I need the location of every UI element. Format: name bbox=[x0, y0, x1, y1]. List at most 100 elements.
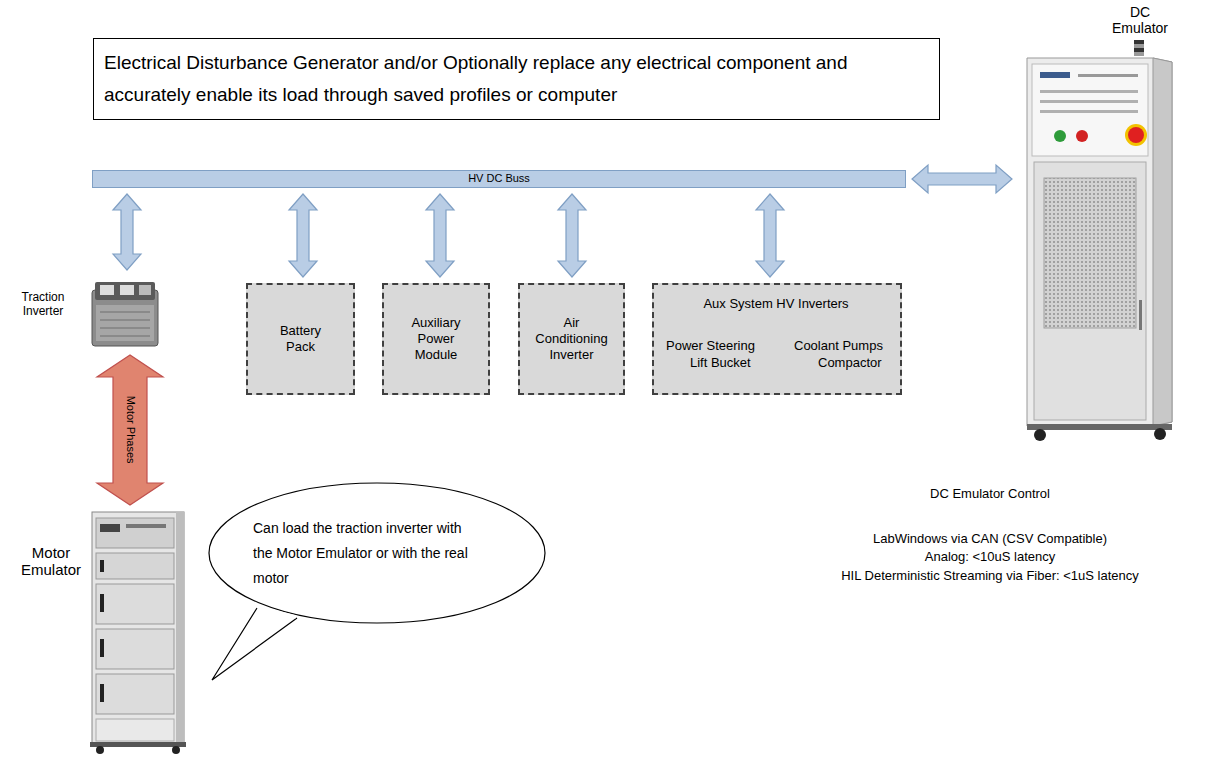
component-box: Battery Pack bbox=[246, 283, 355, 395]
power-arrow bbox=[289, 194, 317, 277]
panel-detail bbox=[1040, 90, 1138, 93]
panel-detail bbox=[1078, 74, 1138, 77]
dc-emulator: DC Emulator bbox=[1018, 4, 1182, 445]
text-slot: DC Emulator bbox=[1102, 4, 1178, 36]
text-slot: Motor Emulator bbox=[12, 544, 90, 579]
component-box: Air Conditioning Inverter bbox=[518, 283, 625, 395]
node-text: HV DC Buss bbox=[468, 172, 530, 185]
beacon-segment bbox=[1134, 44, 1144, 48]
control-note: Analog: <10uS latency bbox=[790, 549, 1190, 566]
speech-bubble: Can load the traction inverter with the … bbox=[205, 480, 550, 685]
node-text: Power Steering bbox=[666, 339, 755, 354]
node-text: Battery Pack bbox=[266, 323, 336, 356]
inverter-fin bbox=[100, 336, 150, 337]
text-slot: Lift Bucket bbox=[690, 356, 751, 371]
node-text: DC Emulator bbox=[1102, 4, 1178, 36]
node-text: Aux System HV Inverters bbox=[654, 297, 898, 312]
node-text: Auxiliary Power Module bbox=[400, 315, 472, 364]
bubble-ellipse bbox=[209, 483, 545, 623]
inverter-connector bbox=[120, 285, 134, 295]
rack-panel bbox=[96, 719, 174, 741]
panel-logo bbox=[1040, 72, 1070, 78]
inverter-fin bbox=[100, 328, 150, 329]
traction-inverter-picture bbox=[92, 282, 158, 346]
text-slot: Can load the traction inverter with the … bbox=[253, 516, 473, 591]
beacon-segment bbox=[1134, 52, 1144, 56]
node-text: Lift Bucket bbox=[690, 356, 751, 371]
cabinet-body bbox=[1027, 58, 1172, 426]
dc-emulator-picture bbox=[1027, 40, 1172, 441]
node-text: Compactor bbox=[818, 356, 882, 371]
traction-inverter: Traction Inverter bbox=[10, 276, 165, 352]
text-slot: Compactor bbox=[818, 356, 882, 371]
bus-bar: HV DC Buss bbox=[92, 170, 906, 188]
module-handle bbox=[100, 594, 104, 612]
edge-label: Motor Phases bbox=[123, 394, 136, 466]
rack-module bbox=[96, 584, 174, 624]
panel-detail bbox=[1040, 100, 1138, 103]
node-text: Motor Emulator bbox=[12, 544, 90, 579]
phase-arrow bbox=[97, 355, 163, 505]
rack-side bbox=[176, 512, 184, 744]
door-handle bbox=[1139, 300, 1142, 330]
panel-detail bbox=[1040, 110, 1138, 113]
rack-module bbox=[96, 518, 174, 548]
cabinet-door bbox=[1034, 162, 1146, 420]
power-arrow bbox=[912, 165, 1012, 193]
text-slot: Power Steering bbox=[666, 339, 755, 354]
rack-frame bbox=[92, 512, 184, 744]
inverter-connector bbox=[100, 285, 114, 295]
control-note: HIL Deterministic Streaming via Fiber: <… bbox=[790, 568, 1190, 585]
rack-module bbox=[96, 629, 174, 669]
rack-wheel bbox=[96, 746, 104, 754]
module-handle bbox=[100, 684, 104, 702]
note-box: Electrical Disturbance Generator and/or … bbox=[93, 38, 940, 120]
text-slot: Aux System HV Inverters bbox=[654, 297, 898, 312]
stop-button bbox=[1076, 130, 1088, 142]
node-text: Air Conditioning Inverter bbox=[527, 315, 617, 364]
inverter-face bbox=[96, 305, 154, 341]
power-arrow bbox=[558, 194, 586, 277]
module-detail bbox=[126, 524, 166, 528]
control-note: DC Emulator Control bbox=[790, 486, 1190, 503]
module-handle bbox=[100, 560, 104, 572]
node-text: Can load the traction inverter with the … bbox=[253, 516, 473, 591]
beacon-segment bbox=[1134, 40, 1144, 44]
component-box: Auxiliary Power Module bbox=[382, 283, 490, 395]
power-arrow bbox=[756, 194, 784, 277]
estop-button bbox=[1128, 127, 1144, 143]
inverter-fin bbox=[100, 312, 150, 313]
estop-ring bbox=[1125, 124, 1147, 146]
node-text: Coolant Pumps bbox=[794, 339, 883, 354]
rack-wheel bbox=[172, 746, 180, 754]
text-slot: Traction Inverter bbox=[10, 291, 76, 319]
text-slot: Coolant Pumps bbox=[794, 339, 883, 354]
cabinet-wheel bbox=[1034, 429, 1046, 441]
node-text: Traction Inverter bbox=[10, 291, 76, 319]
control-note: LabWindows via CAN (CSV Compatible) bbox=[790, 531, 1190, 548]
cabinet-side bbox=[1153, 58, 1172, 426]
inverter-fin bbox=[100, 320, 150, 321]
power-arrow bbox=[113, 194, 141, 270]
beacon-segment bbox=[1134, 48, 1144, 52]
cabinet-wheel bbox=[1154, 428, 1166, 440]
rack-base bbox=[90, 742, 186, 747]
bubble-joint bbox=[258, 607, 296, 617]
rack-module bbox=[96, 674, 174, 714]
cabinet-base bbox=[1027, 424, 1172, 430]
inverter-connector-block bbox=[95, 282, 155, 300]
module-handle bbox=[100, 639, 104, 657]
aux-inverters-box: Aux System HV InvertersPower Steering Coo… bbox=[652, 283, 902, 395]
node-text: Electrical Disturbance Generator and/or … bbox=[104, 47, 929, 112]
motor-emulator-picture bbox=[90, 512, 186, 754]
inverter-connector bbox=[139, 285, 151, 295]
start-button bbox=[1054, 130, 1066, 142]
module-display bbox=[100, 524, 120, 532]
vent-mesh bbox=[1044, 178, 1136, 328]
rack-module bbox=[96, 553, 174, 579]
control-panel bbox=[1032, 64, 1148, 156]
motor-emulator: Motor Emulator bbox=[10, 508, 190, 756]
bubble-tail bbox=[212, 608, 297, 680]
power-arrow bbox=[426, 194, 454, 277]
